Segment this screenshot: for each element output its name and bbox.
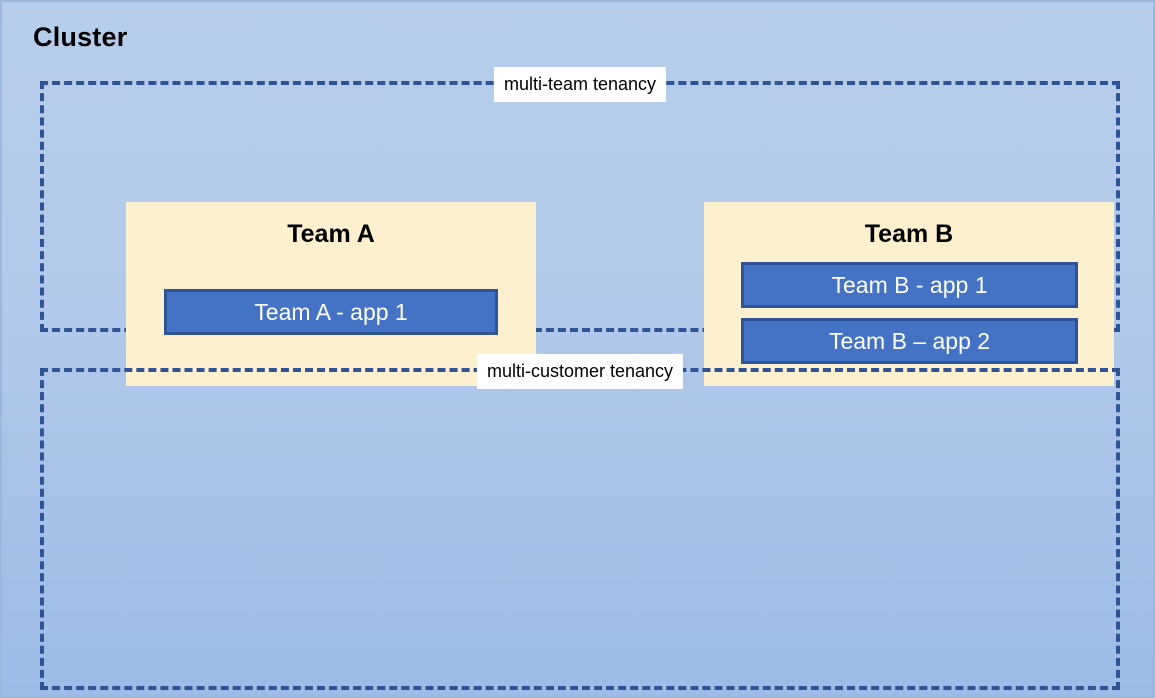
team-heading-team-b: Team B (864, 220, 954, 248)
app-list-team-b: Team B - app 1 Team B – app 2 (741, 262, 1078, 364)
team-panel-team-b: Team B Team B - app 1 Team B – app 2 (704, 202, 1114, 386)
tenancy-zone-label-multi-customer: multi-customer tenancy (476, 354, 684, 389)
team-heading-team-a: Team A (287, 220, 375, 248)
team-panel-team-a: Team A Team A - app 1 (126, 202, 536, 386)
tenancy-zone-multi-customer: multi-customer tenancy Team C Team C – a… (40, 354, 1120, 690)
app-box[interactable]: Team B - app 1 (741, 262, 1078, 308)
cluster-title: Cluster (33, 22, 128, 52)
app-box[interactable]: Team A - app 1 (164, 289, 498, 335)
app-box[interactable]: Team B – app 2 (741, 318, 1078, 364)
tenancy-zone-label-multi-team: multi-team tenancy (493, 67, 667, 102)
tenancy-zone-multi-team: multi-team tenancy Team A Team A - app 1… (40, 67, 1120, 386)
app-list-team-a: Team A - app 1 (164, 289, 498, 335)
